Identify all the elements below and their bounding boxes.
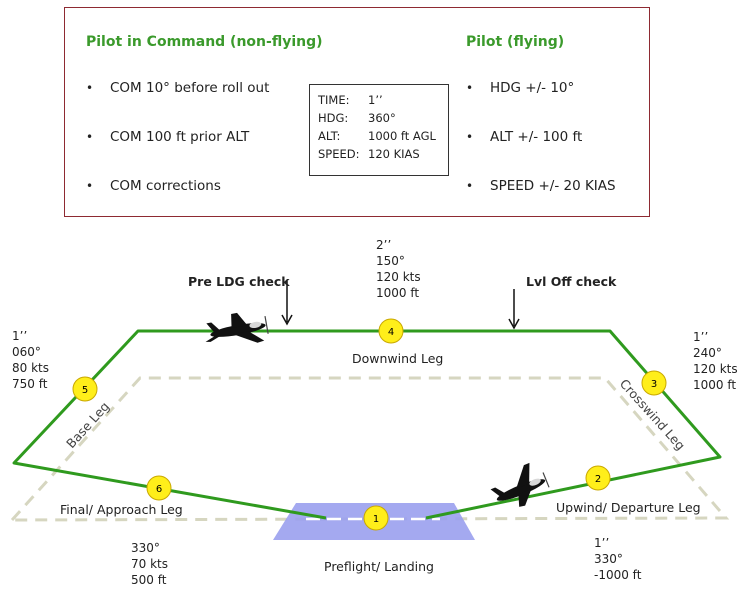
leg-label-final: Final/ Approach Leg (60, 502, 183, 517)
svg-text:3: 3 (651, 379, 657, 390)
airplane-icon (205, 312, 269, 343)
leg-label-base: Base Leg (63, 399, 112, 451)
leg-label-upwind: Upwind/ Departure Leg (556, 500, 701, 515)
down-arrow-icon (281, 281, 293, 326)
param-row: SPEED:120 KIAS (318, 147, 420, 161)
base-leg-data: 1’’ 060° 80 kts 750 ft (12, 329, 49, 391)
svg-text:1: 1 (373, 514, 379, 525)
final-leg-data: 330° 70 kts 500 ft (131, 541, 168, 587)
waypoint-3: 3 (641, 370, 667, 396)
waypoint-5: 5 (72, 376, 98, 402)
pic-item: •COM 100 ft prior ALT (86, 129, 250, 145)
svg-text:4: 4 (388, 327, 394, 338)
leg-parameters-box: TIME:1’’ HDG:360° ALT:1000 ft AGL SPEED:… (309, 84, 449, 176)
waypoint-1: 1 (363, 505, 389, 531)
crosswind-leg-data: 1’’ 240° 120 kts 1000 ft (693, 330, 737, 392)
svg-text:2: 2 (595, 474, 601, 485)
airplane-icon (490, 462, 550, 507)
pic-item: •COM corrections (86, 178, 221, 194)
upwind-leg-data: 1’’ 330° -1000 ft (594, 536, 642, 582)
waypoint-4: 4 (378, 318, 404, 344)
waypoint-6: 6 (146, 475, 172, 501)
flight-track (12, 329, 722, 520)
leg-label-preflight: Preflight/ Landing (324, 559, 434, 574)
pre-landing-check-label: Pre LDG check (188, 274, 290, 289)
pf-item: •SPEED +/- 20 KIAS (466, 178, 616, 194)
pic-item: •COM 10° before roll out (86, 80, 270, 96)
svg-text:5: 5 (82, 385, 88, 396)
svg-text:6: 6 (156, 484, 162, 495)
param-row: HDG:360° (318, 111, 396, 125)
param-row: ALT:1000 ft AGL (318, 129, 436, 143)
inner-reference-outline (10, 376, 730, 522)
level-off-check-label: Lvl Off check (526, 274, 617, 289)
downwind-leg-data: 2’’ 150° 120 kts 1000 ft (376, 238, 421, 300)
pf-item: •HDG +/- 10° (466, 80, 575, 96)
pf-item: •ALT +/- 100 ft (466, 129, 583, 145)
waypoint-2: 2 (585, 465, 611, 491)
down-arrow-icon (508, 289, 520, 330)
pic-heading: Pilot in Command (non-flying) (86, 34, 323, 50)
param-row: TIME:1’’ (318, 93, 383, 107)
leg-label-downwind: Downwind Leg (352, 351, 444, 366)
pilot-flying-heading: Pilot (flying) (466, 34, 565, 50)
